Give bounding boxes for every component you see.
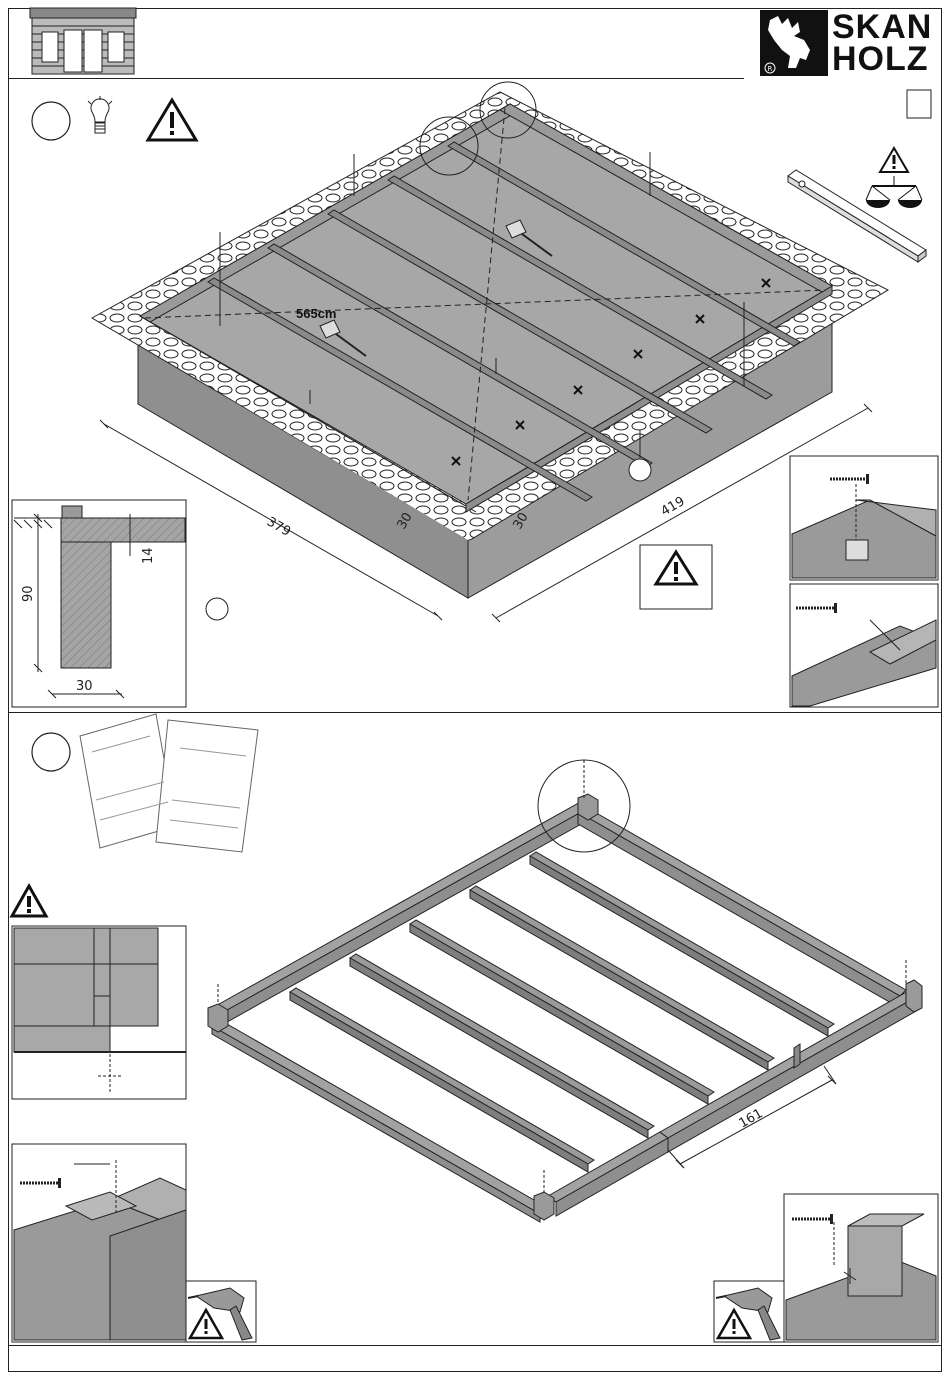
instruction-sheets-icon bbox=[80, 714, 258, 852]
reference-circle bbox=[629, 459, 651, 481]
step-number-circle bbox=[32, 733, 70, 771]
scale-icon bbox=[866, 148, 922, 208]
detail-height-label: 90 bbox=[21, 585, 36, 602]
depth-dimension-label: 419 bbox=[659, 494, 688, 519]
diagonal-label: 565cm bbox=[296, 306, 336, 321]
warning-icon bbox=[148, 100, 196, 140]
step-number-circle bbox=[32, 102, 70, 140]
lightbulb-icon bbox=[88, 96, 112, 133]
page-marker-box bbox=[907, 90, 931, 118]
reference-circle bbox=[206, 598, 228, 620]
spirit-level-icon bbox=[788, 170, 926, 262]
house-icon bbox=[30, 8, 136, 74]
warning-icon bbox=[12, 886, 46, 916]
detail-small-label: 14 bbox=[141, 547, 156, 564]
width-dimension-label: 379 bbox=[264, 514, 293, 539]
detail-width-label: 30 bbox=[76, 679, 93, 694]
